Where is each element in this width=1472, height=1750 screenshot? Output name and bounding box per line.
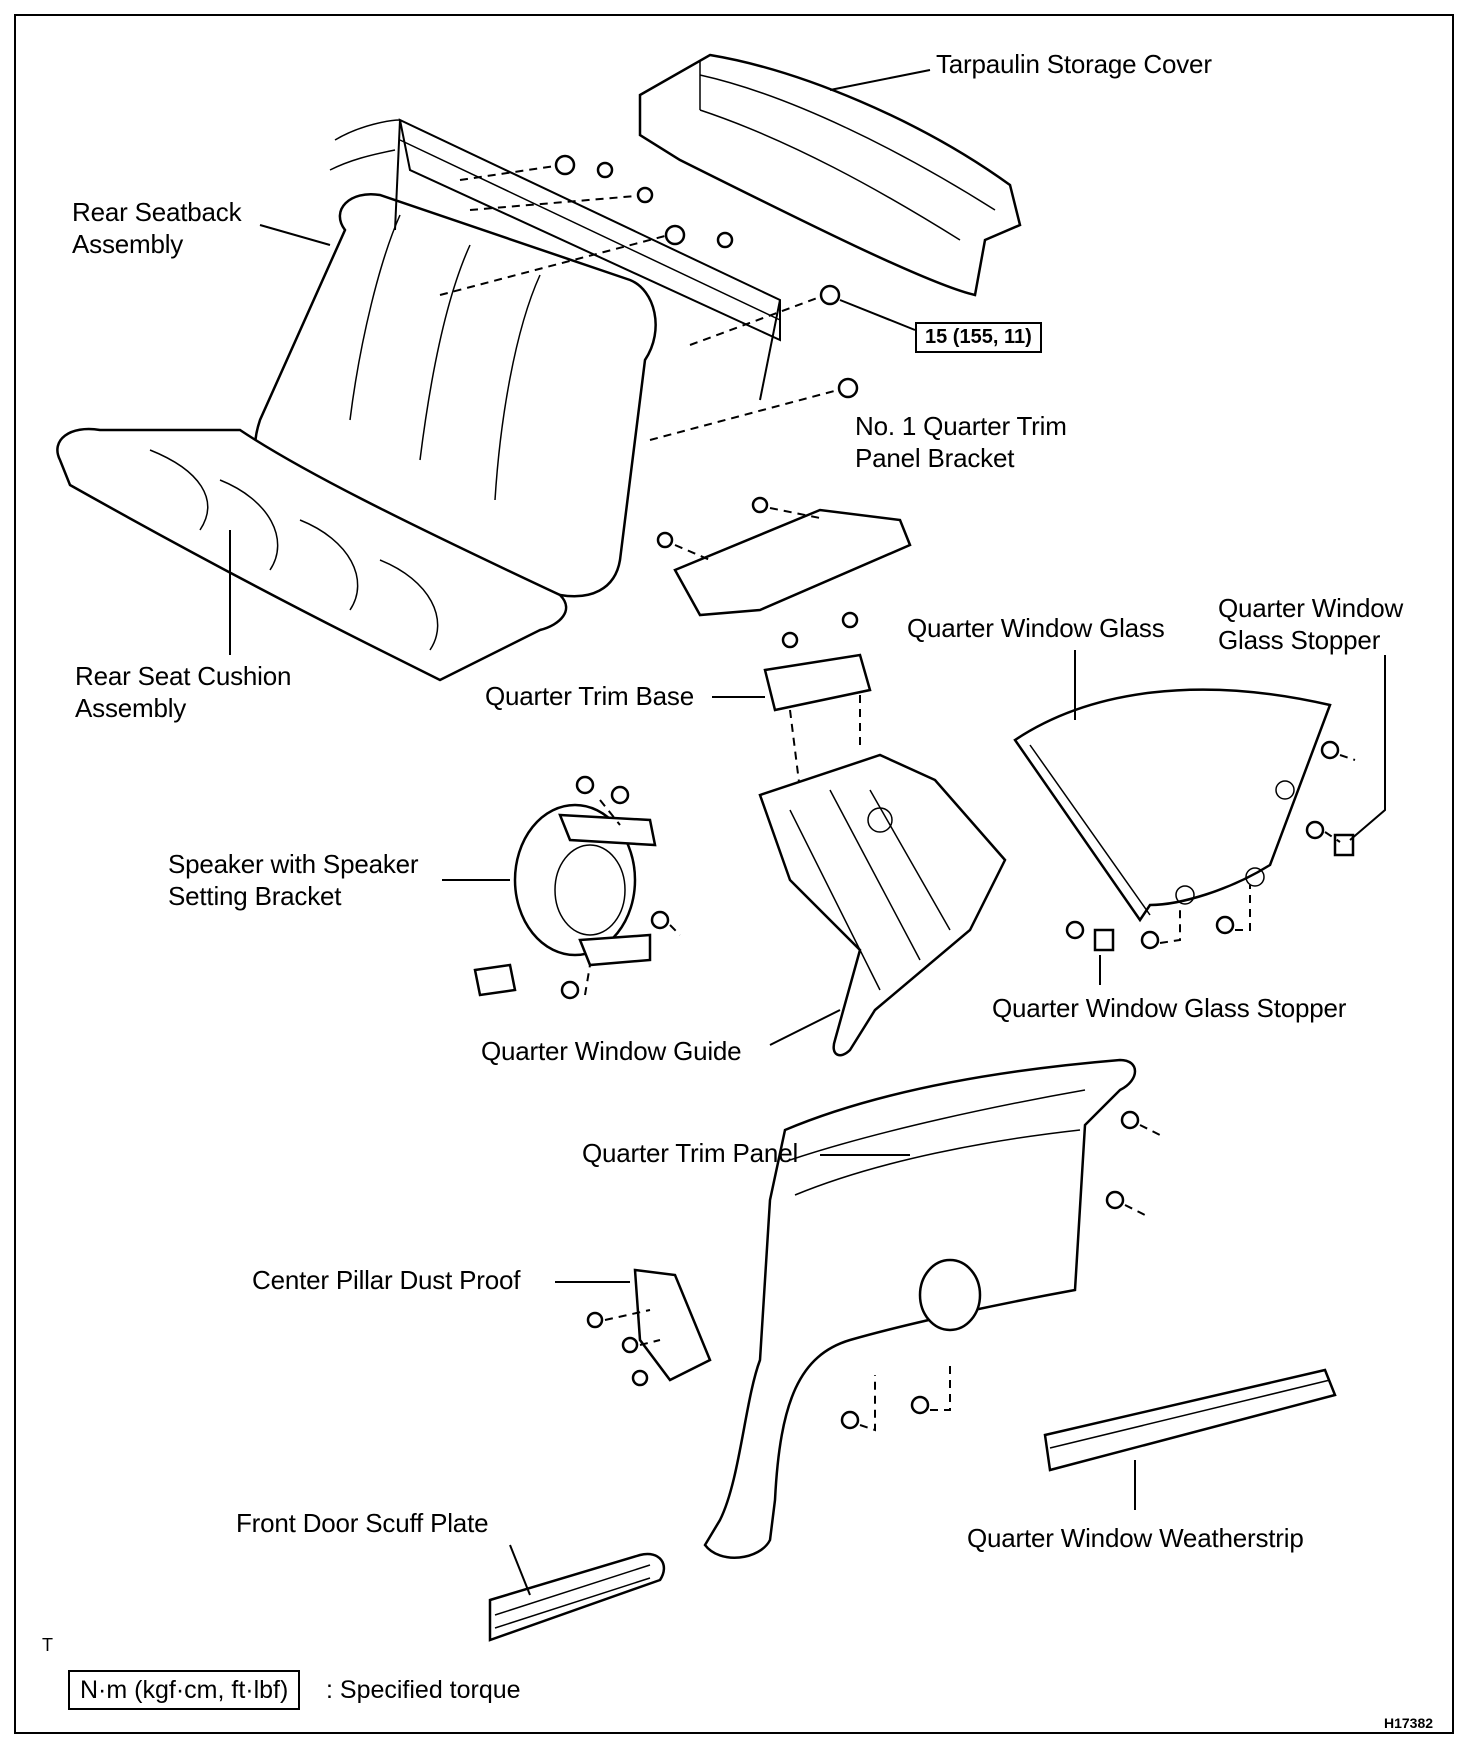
label-quarter-window-glass-stopper-bottom: Quarter Window Glass Stopper	[992, 993, 1347, 1023]
rear-seat-cushion-drawing	[56, 427, 568, 682]
label-quarter-trim-base: Quarter Trim Base	[485, 681, 694, 711]
center-pillar-dust-proof-drawing	[555, 1268, 712, 1387]
quarter-window-guide-drawing	[758, 611, 1007, 1057]
leader-lines	[229, 69, 931, 881]
label-center-pillar-dust-proof: Center Pillar Dust Proof	[252, 1265, 521, 1295]
figure-code: H17382	[1384, 1715, 1434, 1731]
label-no1-quarter-trim-panel-bracket: No. 1 Quarter Trim Panel Bracket	[855, 411, 1067, 473]
speaker-drawing	[473, 775, 681, 1000]
label-front-door-scuff-plate: Front Door Scuff Plate	[236, 1508, 489, 1538]
label-quarter-trim-panel: Quarter Trim Panel	[582, 1138, 799, 1168]
label-quarter-window-glass-stopper-top: Quarter Window Glass Stopper	[1218, 593, 1404, 655]
quarter-trim-panel-bracket-drawing	[656, 496, 912, 617]
label-quarter-window-guide: Quarter Window Guide	[481, 1036, 742, 1066]
torque-spec-box: 15 (155, 11)	[915, 322, 1042, 353]
quarter-window-weatherstrip-drawing	[1043, 1368, 1337, 1510]
corner-mark: T	[42, 1635, 53, 1655]
quarter-window-glass-drawing	[1013, 650, 1386, 985]
label-rear-seatback-assembly: Rear Seatback Assembly	[72, 197, 242, 259]
label-quarter-window-weatherstrip: Quarter Window Weatherstrip	[967, 1523, 1304, 1553]
front-door-scuff-plate-drawing	[488, 1544, 666, 1642]
legend-torque-unit-box: N·m (kgf·cm, ft·lbf)	[68, 1670, 301, 1710]
seatback-fasteners	[439, 154, 916, 441]
tarpaulin-storage-cover-drawing	[638, 53, 1022, 297]
label-tarpaulin-storage-cover: Tarpaulin Storage Cover	[936, 49, 1212, 79]
label-speaker-with-bracket: Speaker with Speaker Setting Bracket	[168, 849, 419, 911]
label-quarter-window-glass: Quarter Window Glass	[907, 613, 1165, 643]
legend-description: : Specified torque	[326, 1676, 521, 1704]
quarter-trim-panel-drawing	[703, 1058, 1161, 1559]
diagram-frame	[14, 14, 1454, 1734]
label-rear-seat-cushion-assembly: Rear Seat Cushion Assembly	[75, 661, 292, 723]
